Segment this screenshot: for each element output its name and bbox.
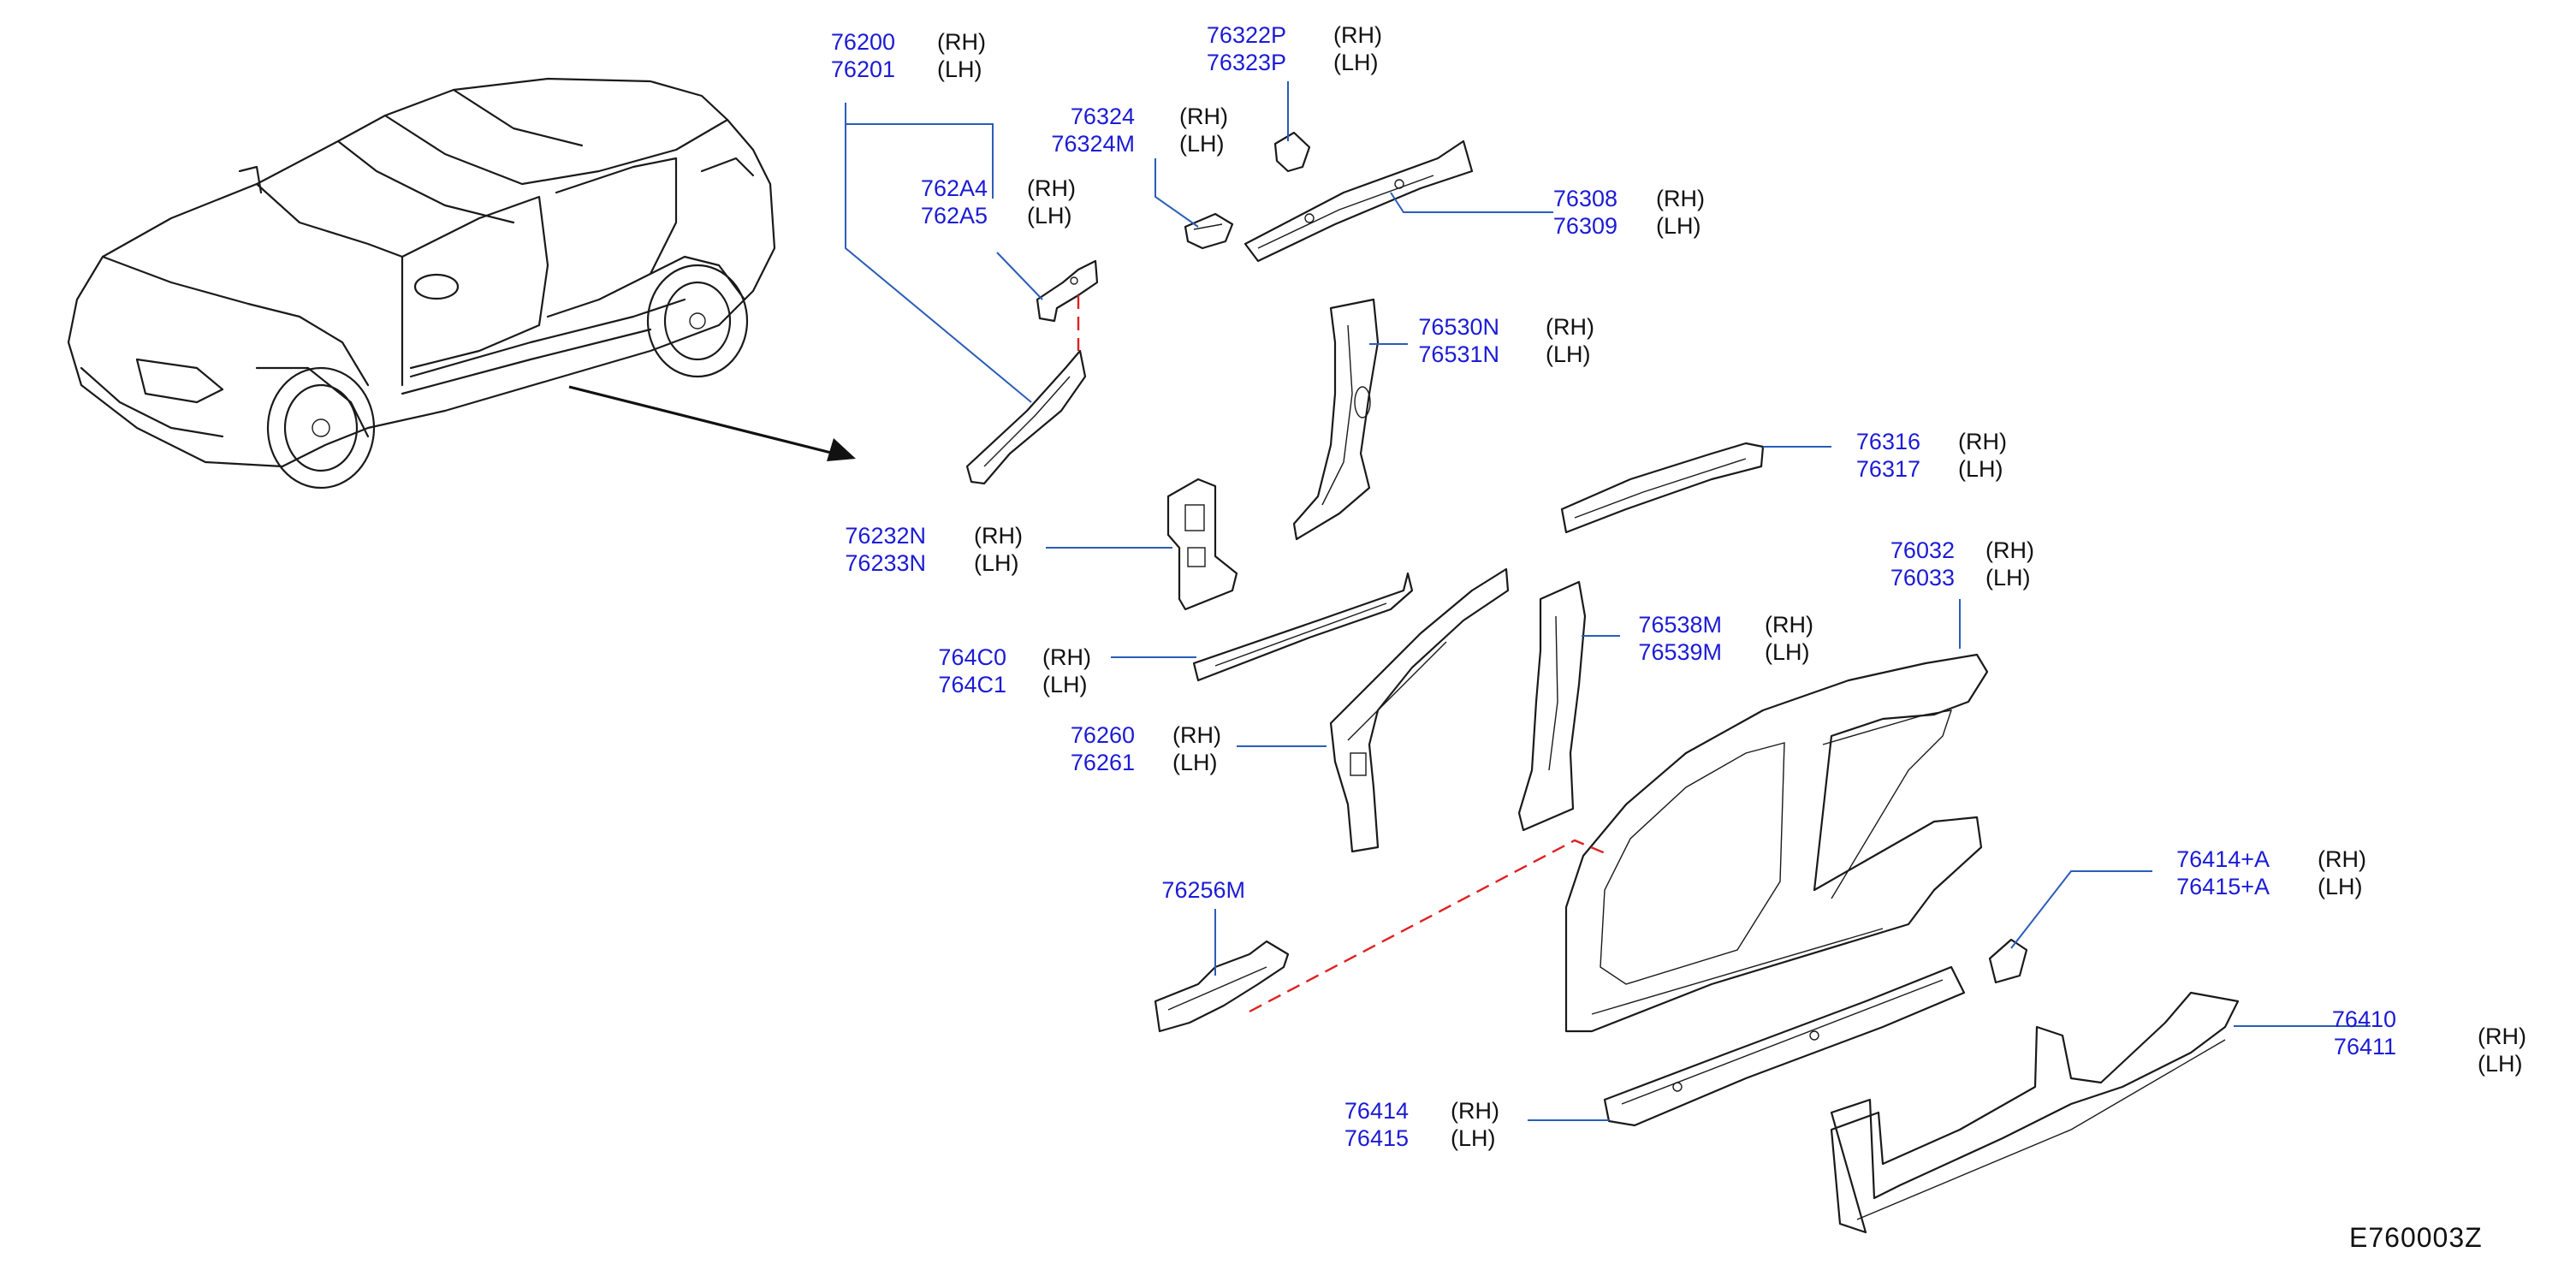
- assembly-guide-lines: [1077, 295, 1608, 1013]
- side-label-rh: (RH): [1958, 429, 2007, 454]
- roof-bracket-part: [1184, 212, 1234, 250]
- part-number-lh[interactable]: 76317: [1855, 456, 1920, 482]
- side-label-lh: (LH): [1656, 213, 1701, 239]
- part-number-rh[interactable]: 76232N: [845, 523, 926, 549]
- body-side-outer-part: [1564, 653, 1989, 1033]
- part-number-rh[interactable]: 76260: [1070, 722, 1135, 748]
- side-label-lh: (LH): [1172, 750, 1218, 775]
- part-number-lh[interactable]: 76531N: [1418, 341, 1499, 367]
- sill-inner-part: [1603, 965, 1966, 1127]
- side-label-rh: (RH): [937, 29, 986, 55]
- part-number-lh[interactable]: 76411: [2333, 1034, 2396, 1059]
- side-label-lh: (LH): [2318, 874, 2363, 899]
- part-number-lh[interactable]: 76201: [830, 56, 895, 82]
- side-label-rh: (RH): [1042, 644, 1091, 670]
- part-number-lh[interactable]: 76233N: [845, 550, 926, 576]
- side-label-rh: (RH): [1451, 1098, 1499, 1124]
- part-number-lh[interactable]: 76261: [1070, 750, 1135, 775]
- part-number-lh[interactable]: 76539M: [1638, 639, 1722, 665]
- part-number-rh[interactable]: 76308: [1552, 186, 1617, 211]
- diagram-code: E760003Z: [2349, 1222, 2483, 1253]
- center-pillar-reinf-part: [1517, 580, 1587, 832]
- part-number-rh[interactable]: 76530N: [1418, 314, 1499, 340]
- part-number-lh[interactable]: 76323P: [1206, 50, 1286, 75]
- part-number-lh[interactable]: 76415+A: [2176, 874, 2270, 899]
- part-number-lh[interactable]: 76309: [1552, 213, 1617, 239]
- side-label-lh: (LH): [937, 56, 982, 82]
- side-label-lh: (LH): [1985, 565, 2031, 590]
- front-pillar-inner-part: [1329, 567, 1510, 853]
- side-label-rh: (RH): [1546, 314, 1594, 340]
- side-label-lh: (LH): [1333, 50, 1379, 75]
- rear-roof-rail-part: [1560, 442, 1765, 534]
- sill-outer-part: [1830, 991, 2240, 1234]
- part-number-rh[interactable]: 76414: [1344, 1098, 1409, 1124]
- part-number-rh[interactable]: 76538M: [1638, 612, 1722, 638]
- direction-arrow: [568, 385, 856, 461]
- front-pillar-lower-reinf-part: [1166, 478, 1238, 611]
- center-pillar-inner-part: [1292, 298, 1380, 541]
- part-number[interactable]: 76256M: [1161, 877, 1245, 903]
- side-label-lh: (LH): [974, 550, 1019, 576]
- part-number-lh[interactable]: 762A5: [920, 203, 988, 228]
- hinge-bracket-part: [1154, 940, 1290, 1033]
- part-number-lh[interactable]: 764C1: [938, 672, 1006, 697]
- front-pillar-upper-part: [965, 349, 1087, 485]
- side-label-lh: (LH): [1958, 456, 2003, 482]
- side-label-rh: (RH): [1172, 722, 1221, 748]
- vehicle-overview-illustration: [67, 77, 776, 490]
- sill-reinf-part: [1192, 572, 1414, 682]
- side-label-rh: (RH): [1765, 612, 1813, 638]
- part-number-rh[interactable]: 76414+A: [2176, 846, 2270, 872]
- part-number-rh[interactable]: 76410: [2331, 1006, 2396, 1032]
- side-label-rh: (RH): [974, 523, 1023, 549]
- side-label-lh: (LH): [1027, 203, 1072, 228]
- part-number-rh[interactable]: 76032: [1890, 537, 1955, 563]
- roof-rail-inner-part: [1243, 139, 1474, 263]
- part-number-lh[interactable]: 76415: [1344, 1125, 1409, 1151]
- part-number-rh[interactable]: 76324: [1070, 104, 1135, 129]
- part-number-lh[interactable]: 76324M: [1051, 131, 1135, 157]
- side-label-lh: (LH): [2478, 1051, 2523, 1077]
- side-label-lh: (LH): [1765, 639, 1810, 665]
- side-label-rh: (RH): [2478, 1024, 2526, 1049]
- part-number-rh[interactable]: 764C0: [938, 644, 1006, 670]
- side-label-rh: (RH): [1656, 186, 1705, 211]
- sill-bracket-rear-part: [1988, 938, 2028, 984]
- roof-bracket-small-part: [1273, 131, 1311, 173]
- side-label-lh: (LH): [1546, 341, 1591, 367]
- side-label-lh: (LH): [1042, 672, 1088, 697]
- part-number-rh[interactable]: 76322P: [1206, 22, 1286, 48]
- side-label-rh: (RH): [1333, 22, 1382, 48]
- part-number-lh[interactable]: 76033: [1890, 565, 1955, 590]
- side-label-rh: (RH): [1027, 175, 1076, 201]
- side-label-rh: (RH): [1985, 537, 2034, 563]
- leader-lines: [845, 81, 2371, 1121]
- part-number-rh[interactable]: 76316: [1855, 429, 1920, 454]
- part-number-rh[interactable]: 762A4: [920, 175, 988, 201]
- side-label-lh: (LH): [1179, 131, 1225, 157]
- side-label-rh: (RH): [1179, 104, 1228, 129]
- front-pillar-bracket-part: [1036, 259, 1099, 323]
- part-number-rh[interactable]: 76200: [830, 29, 895, 55]
- side-label-rh: (RH): [2318, 846, 2366, 872]
- side-label-lh: (LH): [1451, 1125, 1496, 1151]
